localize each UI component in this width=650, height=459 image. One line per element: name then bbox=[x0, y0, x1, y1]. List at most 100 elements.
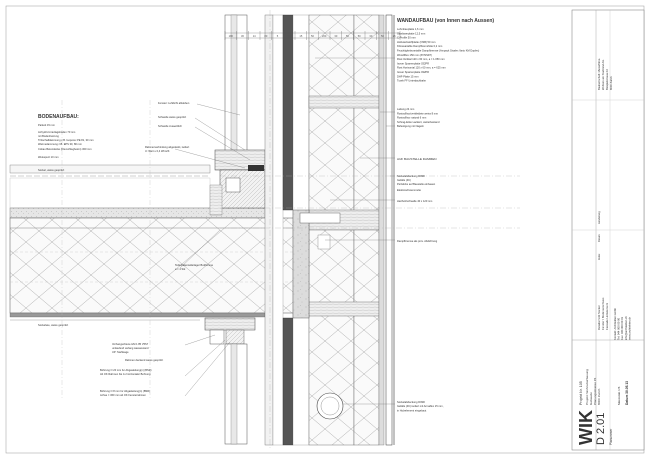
bottom-right-label: Gefalle (4K) isoliert mit Armaflex 15 mm… bbox=[397, 404, 444, 408]
dimension-value: 180 bbox=[287, 34, 292, 38]
floor-layer-label: Cobau Betondecke (Flexschlegbeton) 300 m… bbox=[38, 147, 92, 151]
revision-header: Datum bbox=[597, 234, 601, 242]
sockel-label: Sockelwie, weiss gespritzt bbox=[38, 323, 68, 327]
dimension-value: 50 bbox=[358, 34, 361, 38]
wall-layer-label: Lattung 24 mm bbox=[397, 107, 414, 111]
wall-layer-label: Befestigung mit Nageln bbox=[397, 124, 424, 128]
project-number: Projekt Nr. 105 bbox=[579, 381, 583, 405]
lower-label: Vorhangschiene HM 1 85 V5S7 bbox=[112, 342, 149, 346]
wall-layer-label: Rost Horizontal 120 x 60 mm, a = 625 mm bbox=[397, 66, 446, 70]
scale-value: Massstab 1:5 bbox=[617, 386, 621, 405]
right-label: Gefalle (4K) bbox=[397, 178, 411, 182]
wall-layer-label: Rost Vertikal 120 x 60 mm, a = 1.050 mm bbox=[397, 57, 445, 61]
legend-line: Bauherrschaft: Musterfirma bbox=[597, 58, 601, 90]
dimension-value: 14 bbox=[253, 34, 256, 38]
title-block bbox=[571, 9, 645, 451]
dimension-value: 80 bbox=[264, 34, 267, 38]
floor-layer-label: Anhydrit-Unterlagsboden 70 mm bbox=[38, 130, 75, 134]
wall-layer-label: DHF-Platte 15 mm bbox=[397, 74, 418, 78]
lower-label: UP: Stahlsage bbox=[112, 350, 129, 354]
wall-layer-label: Klimavariable Dampfbremsfolie 0,2 mm bbox=[397, 44, 442, 48]
right-label: Elektroschwemmulte bbox=[397, 188, 421, 192]
right-label: AUF BAUSTELLE DAMMEN bbox=[397, 157, 437, 161]
wall-layer-label: Tyvek FF Unterdachbahn bbox=[397, 79, 427, 83]
window-label: Schwelle weiss gespritzt bbox=[158, 115, 186, 119]
window-label: Rahmenverbindung abgedeckt, isoliert bbox=[145, 145, 190, 149]
right-label: Hartholzschwelle 40 x 120 mm bbox=[397, 199, 432, 203]
window-label: Fenster: Luftdicht abkleben bbox=[158, 101, 190, 105]
legend-line: Beispielstrasse 10 bbox=[605, 68, 609, 90]
bottom-right-label: Sockelabdeckung DINIK bbox=[397, 400, 425, 404]
dimension-value: 5 bbox=[277, 34, 279, 38]
right-label: Perlsticks auf Baustelle einbauen bbox=[397, 182, 436, 186]
right-label: Sockelabdeckung DINIK bbox=[397, 174, 425, 178]
window-frame-lower bbox=[204, 317, 256, 445]
notes-line: Detailschnitt Sockel bbox=[597, 305, 601, 330]
lower-label: Rahmen deckend weiss gespritzt bbox=[125, 358, 163, 362]
dimension-chain-top: 180 30 14 80 5 180 15 50 200 30 50 50 30 50 26 bbox=[224, 31, 401, 40]
wall-layer-label: Rostvollhoz/verkleidete weiss 8 mm bbox=[397, 111, 438, 115]
revision-header: Index bbox=[597, 253, 601, 260]
revision-header: Aenderung bbox=[597, 211, 601, 224]
project-line: 8000 Zurich bbox=[597, 388, 601, 405]
floor-layer-label: Warmedammung z.B. EPS 30, 80 mm bbox=[38, 142, 82, 146]
wall-layer-label: Woodfibre 150 mm (Z7/NSD7) bbox=[397, 53, 432, 57]
right-label: Dampfbremse als prov. Abdichtung bbox=[397, 239, 438, 243]
floor-heading: BODENAUFBAU: bbox=[38, 114, 79, 120]
architect-line: Tel: 044 000 00 00 bbox=[617, 317, 621, 340]
lower-label: Bohrung O 20 mm fur Abgasleitung(n) (BSR… bbox=[100, 368, 152, 372]
title-logo: WIK bbox=[576, 410, 596, 445]
wall-section bbox=[220, 10, 520, 450]
floor-layer-label: Weissputz 10 mm bbox=[38, 155, 59, 159]
notes-line: Fassade Holzelement bbox=[605, 303, 609, 330]
dimension-value: 30 bbox=[369, 34, 372, 38]
architect-line: info@architekten.ch bbox=[624, 316, 628, 340]
dimension-value: 30 bbox=[241, 34, 244, 38]
lower-label: Ab OK Rahmen bis zu horizontaler Bohrung bbox=[100, 372, 151, 376]
wall-layer-label: Isover Sparrenplatte 032PR bbox=[397, 61, 429, 65]
dimension-value: 50 bbox=[311, 34, 314, 38]
plan-number: D 2.01 bbox=[595, 413, 607, 445]
slab-label: Teilschalenwiderlager Buttfomme bbox=[175, 263, 214, 267]
wall-layer-label: Schrag-Ecke Lackiert, wetterbestand bbox=[397, 120, 440, 124]
plan-label: Planummer bbox=[609, 428, 613, 445]
legend-line: Wohnen am Stadtrand AG bbox=[601, 60, 605, 90]
wall-heading: WANDAUFBAU (von Innen nach Aussen) bbox=[397, 18, 494, 24]
date-value: Datum 30.05.13 bbox=[625, 381, 629, 405]
window-label: U: Wert u 0,4 W/m2K bbox=[145, 149, 170, 153]
wall-layer-label: Feuchtigkeitsvariable Dampfbremse (Ampac… bbox=[397, 49, 479, 53]
wall-layer-label: Gipsfaserplatte 12,5 mm bbox=[397, 31, 425, 35]
floor-section bbox=[9, 100, 301, 400]
wall-layer-label: Rostvollhoz natural 6 mm bbox=[397, 116, 426, 120]
window-frame-upper bbox=[209, 14, 266, 216]
wall-layer-label: Lehmbauplatte 1,6 mm bbox=[397, 27, 424, 31]
architect-line: Fax: 044 000 00 01 bbox=[620, 316, 624, 340]
dimension-value: 180 bbox=[229, 34, 234, 38]
lower-label: umlaufend verlang wasserwand bbox=[112, 346, 149, 350]
project-line: Planungsstrasse 15 bbox=[593, 378, 597, 405]
project-line: Gebaude bbox=[589, 392, 593, 405]
window-label: Schwelle zusaetzlich bbox=[158, 124, 182, 128]
dimension-value: 50 bbox=[381, 34, 384, 38]
dimension-value: 50 bbox=[346, 34, 349, 38]
floor-layer-label: Trittschalldammung z.B. Isoporex PE 81, … bbox=[38, 138, 94, 142]
slab-label: a = 4 Stk bbox=[175, 267, 186, 271]
bottom-right-label: in Holzelement eingebaut bbox=[397, 408, 427, 412]
dimension-value: 26 bbox=[393, 34, 396, 38]
wall-layer-label: Isover Sparrenplatte 032PR bbox=[397, 70, 429, 74]
floor-layer-label: Parkett 15 mm bbox=[38, 123, 55, 127]
architect-line: www.architekten.ch bbox=[627, 316, 631, 340]
wall-layer-label: Holzwerkstoffplatte (OSB) 50 mm bbox=[397, 40, 435, 44]
project-line: Projekt: Wohnuberbauung bbox=[585, 369, 589, 405]
dimension-value: 200 bbox=[322, 34, 327, 38]
sockel-label: Sockel, weiss gespritzt bbox=[38, 168, 65, 172]
dimension-value: 30 bbox=[334, 34, 337, 38]
lower-label: Achse = 360 mm ab OK Fensterrahmen bbox=[100, 393, 146, 397]
legend-line: 8000 Zurich bbox=[609, 76, 613, 90]
architect-line: Kontakt: Architekten Gmbh bbox=[613, 308, 617, 340]
leader-lines bbox=[174, 57, 395, 405]
floor-layer-label: mit Bodenheizung bbox=[38, 134, 59, 138]
dimension-value: 15 bbox=[299, 34, 302, 38]
